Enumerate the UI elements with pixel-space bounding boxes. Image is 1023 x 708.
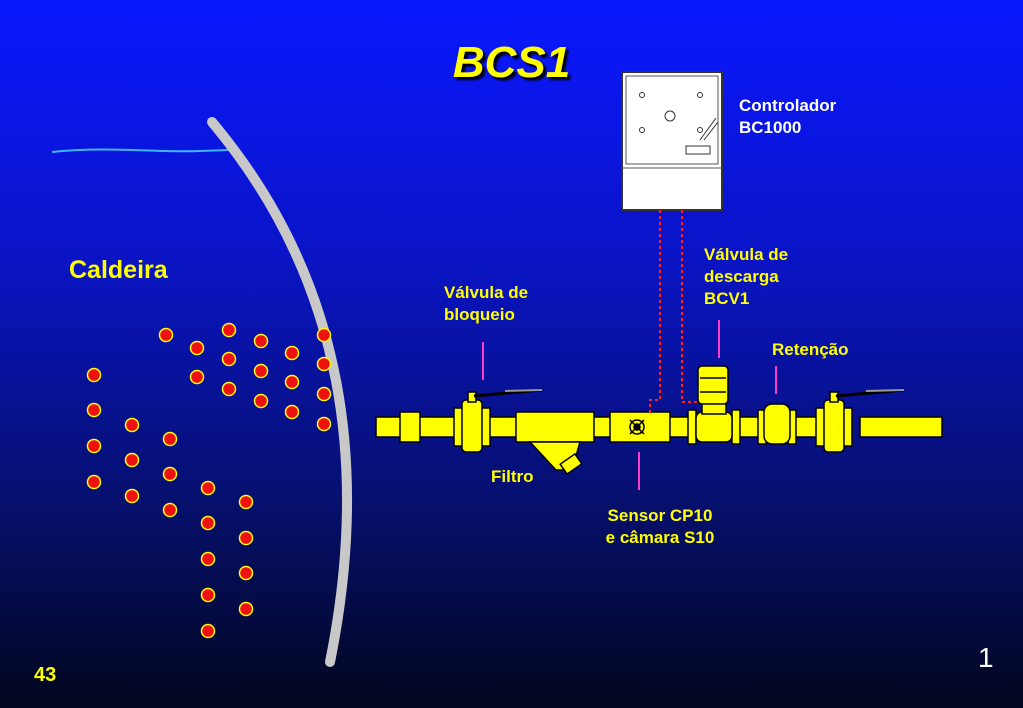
steam-bubble	[162, 466, 178, 482]
steam-bubble	[284, 345, 300, 361]
sensor-label-line: e câmara S10	[605, 528, 715, 547]
solenoid-valve-icon	[687, 365, 741, 445]
block-valve-label-line: Válvula de	[444, 283, 529, 302]
steam-bubble	[221, 381, 237, 397]
controller-label-line: BC1000	[739, 118, 802, 137]
steam-bubble	[221, 322, 237, 338]
steam-bubble	[200, 480, 216, 496]
check-valve-icon	[757, 403, 797, 445]
check-valve-label: Retenção	[772, 340, 849, 359]
steam-bubble	[200, 515, 216, 531]
steam-bubble	[124, 488, 140, 504]
ball-valve-icon	[453, 388, 543, 453]
boiler-wall	[207, 117, 352, 667]
pipe-segment	[487, 416, 519, 438]
ball-valve-icon	[815, 388, 905, 453]
blowdown-valve-label-line: Válvula de	[704, 245, 789, 264]
water-line	[51, 148, 237, 153]
steam-bubble	[221, 351, 237, 367]
sensor-label: Sensor CP10 e câmara S10	[580, 505, 740, 549]
pipeline	[375, 411, 943, 443]
pipe-segment	[667, 416, 691, 438]
page-number: 1	[978, 642, 994, 673]
steam-bubble	[189, 340, 205, 356]
steam-bubble	[238, 601, 254, 617]
steam-bubble	[124, 452, 140, 468]
page-title: BCS1	[452, 38, 571, 87]
signal-wire	[681, 210, 698, 403]
y-strainer-icon	[515, 411, 595, 476]
boiler-label: Caldeira	[69, 256, 168, 284]
controller-box-icon	[621, 71, 723, 211]
steam-bubble	[200, 551, 216, 567]
steam-bubble	[189, 369, 205, 385]
steam-bubble	[316, 386, 332, 402]
pipe-segment	[859, 416, 943, 438]
steam-bubble	[316, 356, 332, 372]
steam-bubble	[238, 565, 254, 581]
steam-bubble	[162, 431, 178, 447]
steam-bubble	[238, 494, 254, 510]
controller-label: Controlador BC1000	[739, 95, 836, 139]
signal-wire	[649, 210, 661, 414]
steam-bubble	[86, 474, 102, 490]
bubbles-group	[86, 322, 332, 639]
blowdown-valve-label-line: BCV1	[704, 289, 750, 308]
steam-bubble	[316, 416, 332, 432]
steam-bubble	[162, 502, 178, 518]
block-valve-label-line: bloqueio	[444, 305, 515, 324]
filter-label: Filtro	[491, 467, 534, 486]
steam-bubble	[86, 438, 102, 454]
steam-bubble	[316, 327, 332, 343]
sensor-chamber-icon	[609, 411, 671, 443]
steam-bubble	[253, 363, 269, 379]
steam-bubble	[200, 587, 216, 603]
steam-bubble	[284, 374, 300, 390]
steam-bubble	[124, 417, 140, 433]
sensor-label-line: Sensor CP10	[607, 506, 713, 525]
pipe-segment	[399, 411, 421, 443]
steam-bubble	[158, 327, 174, 343]
pipe-segment	[591, 416, 613, 438]
pipe-segment	[737, 416, 761, 438]
steam-bubble	[86, 367, 102, 383]
steam-bubble	[253, 393, 269, 409]
signal-wires	[649, 210, 698, 414]
steam-bubble	[253, 333, 269, 349]
slide-number: 43	[34, 664, 57, 686]
blowdown-valve-label-line: descarga	[704, 267, 779, 286]
blowdown-valve-label: Válvula de descarga BCV1	[704, 244, 788, 310]
steam-bubble	[284, 404, 300, 420]
block-valve-label: Válvula de bloqueio	[444, 282, 528, 326]
steam-bubble	[238, 530, 254, 546]
controller-label-line: Controlador	[739, 96, 837, 115]
steam-bubble	[200, 623, 216, 639]
leader-lines	[482, 320, 777, 490]
steam-bubble	[86, 402, 102, 418]
